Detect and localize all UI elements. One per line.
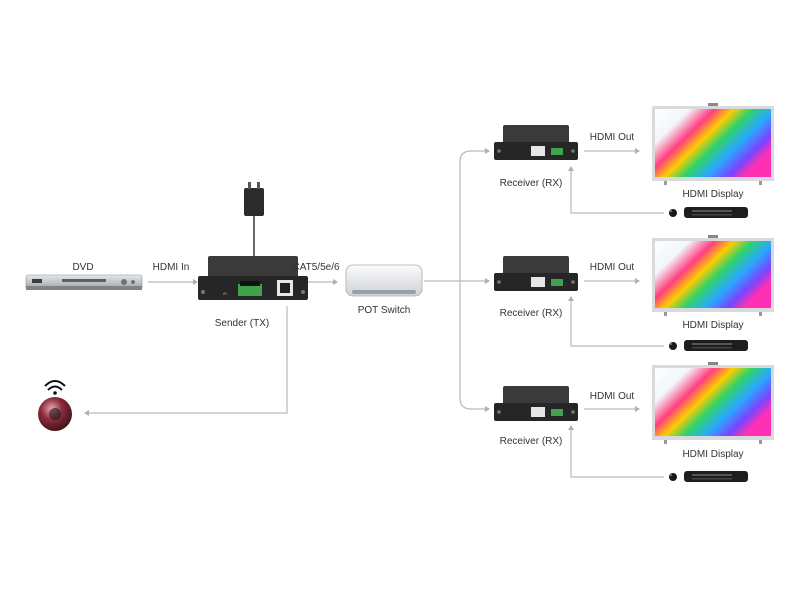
hdmi-out-label-2: HDMI Out xyxy=(590,262,635,273)
pot-switch-label: POT Switch xyxy=(358,305,411,316)
ir-eye-remote-1 xyxy=(669,207,748,218)
dvd-label: DVD xyxy=(72,262,93,273)
hdmi-in-label: HDMI In xyxy=(153,262,190,273)
receiver-rx-device-2 xyxy=(494,256,578,291)
hdmi-display-label-3: HDMI Display xyxy=(682,449,743,460)
power-adapter-icon xyxy=(244,182,264,216)
receiver-rx-device-3 xyxy=(494,386,578,421)
connection-lines xyxy=(84,148,664,478)
sender-tx-device: IR xyxy=(198,256,308,300)
ir-eye-remote-3 xyxy=(669,471,748,482)
sender-label: Sender (TX) xyxy=(215,318,269,329)
pot-switch-device xyxy=(345,264,423,297)
ir-eye-remote-2 xyxy=(669,340,748,351)
hdmi-out-label-1: HDMI Out xyxy=(590,132,635,143)
hdmi-display-tv-2 xyxy=(652,235,774,316)
receiver-label-1: Receiver (RX) xyxy=(500,178,563,189)
hdmi-out-label-3: HDMI Out xyxy=(590,391,635,402)
svg-text:IR: IR xyxy=(223,291,227,296)
cat-cable-label: CAT5/5e/6 xyxy=(292,262,339,273)
receiver-label-3: Receiver (RX) xyxy=(500,436,563,447)
hdmi-display-tv-1 xyxy=(652,103,774,185)
hdmi-display-label-1: HDMI Display xyxy=(682,189,743,200)
receiver-label-2: Receiver (RX) xyxy=(500,308,563,319)
hdmi-display-label-2: HDMI Display xyxy=(682,320,743,331)
ir-receiver-eye-icon xyxy=(38,380,72,431)
hdmi-display-tv-3 xyxy=(652,362,774,444)
dvd-player-device xyxy=(25,274,143,290)
receiver-rx-device-1 xyxy=(494,125,578,160)
